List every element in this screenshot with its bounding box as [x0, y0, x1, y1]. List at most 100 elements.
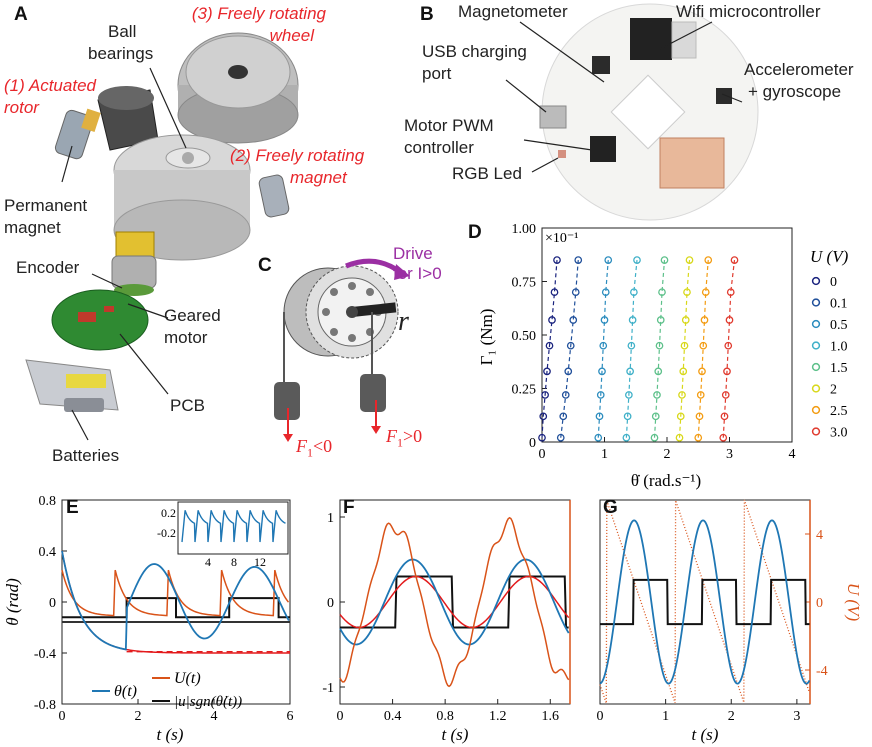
chart-d-ytick-label: 0.75	[512, 276, 537, 291]
force-right-subscript: 1	[397, 435, 403, 450]
chart-d-point	[700, 316, 709, 324]
batteries-drawing	[25, 359, 119, 412]
accelerometer-label-line1: Accelerometer	[744, 60, 854, 79]
chart-d-point	[598, 367, 606, 376]
force-left-subscript: 1	[307, 445, 313, 460]
chart-d-point	[660, 256, 669, 264]
chart-d-legend-marker	[811, 405, 821, 415]
chart-d-point	[599, 341, 608, 350]
chart-d-point	[569, 316, 578, 324]
chart-d-point	[550, 288, 559, 297]
free-magnet-drawing	[258, 174, 290, 218]
chart-d-point	[604, 256, 613, 264]
chart-e-inset-xtick: 8	[231, 555, 237, 569]
chart-d-legend-label: 0.1	[830, 297, 848, 312]
chart-d-point	[574, 256, 583, 264]
chart-d-point	[630, 288, 638, 297]
chart-e-xtick-label: 6	[287, 709, 294, 724]
force-left-symbol: F	[296, 436, 307, 456]
chart-d-point	[675, 433, 684, 442]
chart-f-model-curve	[339, 575, 570, 629]
chart-d-point	[704, 256, 713, 264]
chart-g-u-curve	[599, 499, 811, 704]
chart-g-right-ylabel: U (V)	[844, 583, 863, 622]
chart-d-point	[676, 412, 685, 421]
chart-d-point	[698, 367, 706, 376]
chart-d-point	[678, 391, 686, 399]
legend-u-label: U(t)	[174, 670, 201, 687]
chart-d-legend-marker	[811, 298, 821, 307]
chart-d-point	[600, 316, 609, 324]
chart-g-xtick-label: 0	[597, 709, 604, 724]
chart-d-legend-marker	[811, 362, 821, 372]
chart-d-point	[594, 433, 603, 442]
chart-d-point	[650, 433, 659, 442]
ball-bearings-label-line2: bearings	[88, 44, 154, 63]
chart-f-theta-curve	[339, 558, 570, 646]
chart-d-point	[651, 412, 660, 421]
force-left-label: F1<0	[296, 436, 332, 461]
chart-d-point	[566, 341, 575, 350]
chart-d-point	[679, 367, 688, 376]
force-right-label: F1>0	[386, 426, 422, 451]
chart-d-point	[720, 412, 729, 421]
panel-letter-f: F	[343, 497, 355, 518]
chart-d-point	[723, 367, 731, 376]
chart-f-xtick-label: 1.2	[489, 709, 507, 724]
chart-d-point	[556, 433, 565, 442]
panel-letter-c: C	[258, 255, 272, 276]
chart-e-inset-ytick: -0.2	[157, 526, 176, 540]
chart-d-legend-label: 1.5	[830, 361, 848, 376]
chart-d-point	[699, 341, 708, 350]
chart-d-exponent: ×10⁻¹	[545, 231, 578, 246]
chart-e-ytick-label: 0	[49, 596, 56, 611]
chart-e-xlabel: t (s)	[157, 725, 184, 744]
leader-lines-a	[61, 67, 187, 441]
wheel-label-line2: wheel	[269, 26, 314, 45]
chart-d-point	[543, 367, 551, 376]
chart-d-legend-label: 2.5	[830, 404, 848, 419]
chart-d-point	[680, 341, 689, 350]
rgb-led-label: RGB Led	[452, 164, 522, 183]
chart-d-point	[694, 433, 703, 442]
chart-d-point	[625, 391, 633, 399]
drive-label-line2: for I>0	[393, 264, 442, 283]
chart-f-u-curve	[339, 516, 570, 688]
chart-d-point	[626, 367, 634, 376]
chart-d-frame	[541, 227, 793, 443]
wheel-label-line1: (3) Freely rotating	[191, 4, 326, 23]
chart-d-xtick-label: 3	[726, 447, 733, 462]
chart-e-inset-curve	[181, 510, 286, 543]
legend-theta-label: θ(t)	[114, 683, 137, 700]
panel-letter-e: E	[66, 497, 79, 518]
chart-d-series-line	[697, 260, 709, 438]
chart-d-legend-marker	[811, 319, 821, 329]
free-magnet-label-line1: (2) Freely rotating	[230, 146, 365, 165]
chart-d-point	[653, 391, 661, 399]
chart-d-series-line	[678, 260, 691, 438]
chart-d-series-line	[625, 260, 638, 438]
chart-d-point	[541, 391, 549, 399]
chart-d-point	[601, 288, 610, 297]
chart-g-sign-curve	[600, 578, 810, 626]
chart-e-xtick-label: 2	[135, 709, 142, 724]
chart-d-legend-marker	[811, 276, 821, 286]
chart-e-xtick-label: 4	[211, 709, 218, 724]
chart-d-point	[561, 391, 570, 399]
chart-d-legend-label: 0.5	[830, 318, 848, 333]
chart-g-right-ytick-label: -4	[816, 664, 828, 679]
chart-d-xtick-label: 1	[601, 447, 608, 462]
chart-f-ytick-label: -1	[322, 681, 334, 696]
chart-d-point	[701, 288, 710, 297]
chart-d-legend-marker	[811, 384, 821, 393]
chart-d-series-line	[597, 260, 609, 438]
chart-d-point	[696, 391, 705, 399]
chart-d-point	[539, 412, 548, 421]
chart-d-point	[685, 256, 694, 264]
chart-e-xtick-label: 0	[59, 709, 66, 724]
chart-d-ytick-label: 0.50	[512, 329, 537, 344]
pcb-photo	[505, 3, 759, 221]
pcb-label: PCB	[170, 396, 205, 415]
